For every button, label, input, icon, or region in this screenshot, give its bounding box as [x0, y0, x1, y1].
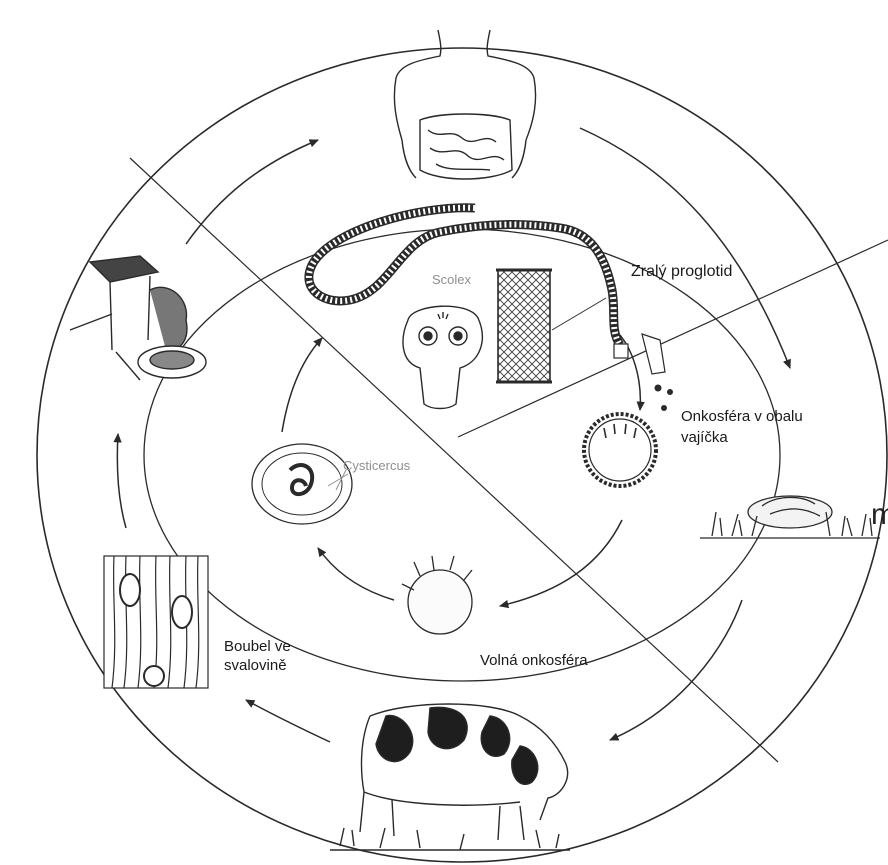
grazing-cow-icon [330, 704, 570, 850]
arrow-onchosphere-to-cysticercus [318, 548, 394, 600]
cysticercus-icon [252, 444, 352, 524]
meat-grinder-icon [70, 256, 206, 380]
proglottid-segment-icon [496, 270, 606, 382]
muscle-tissue-cyst-icon [104, 556, 208, 688]
label-muscle-cyst-line1: Boubel ve [224, 638, 291, 657]
label-cut-off-letter: m [871, 496, 888, 534]
human-torso-intestines-icon [394, 30, 535, 179]
label-mature-proglottid: Zralý proglotid [631, 262, 732, 282]
arrow-cysticercus-to-scolex [282, 338, 322, 432]
arrow-muscle-to-grinder [117, 434, 126, 528]
free-onchosphere-icon [402, 556, 472, 634]
tapeworm-proglottid-icon [309, 208, 673, 411]
label-onchosphere-egg-line1: Onkosféra v obalu [681, 408, 803, 427]
arrow-grass-to-cow [610, 600, 742, 740]
label-free-onchosphere: Volná onkosféra [480, 652, 588, 671]
arrow-egg-to-onchosphere [500, 520, 622, 606]
scolex-icon [403, 306, 482, 408]
onchosphere-egg-icon [584, 414, 656, 486]
label-muscle-cyst-line2: svalovině [224, 657, 287, 676]
label-scolex: Scolex [432, 272, 471, 288]
label-cysticercus: Cysticercus [343, 458, 410, 474]
arrow-cow-to-muscle [246, 700, 330, 742]
feces-in-grass-icon [700, 496, 880, 538]
label-onchosphere-egg-line2: vajíčka [681, 429, 728, 448]
